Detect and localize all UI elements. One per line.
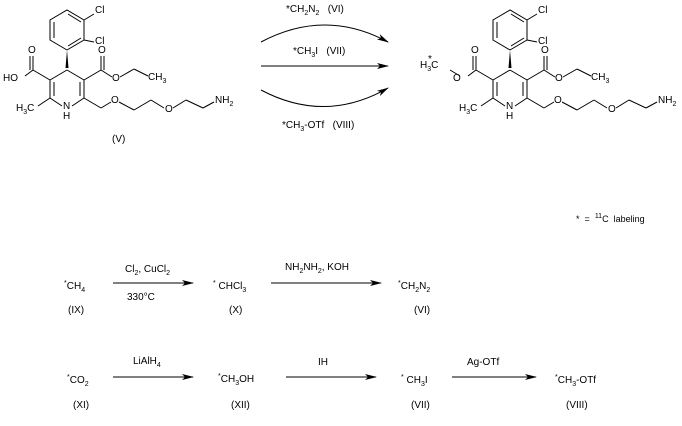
atom-n: N: [63, 101, 71, 112]
atom-cl-bottom: Cl: [95, 36, 105, 47]
atom-o-acid-carbonyl: O: [28, 45, 36, 56]
legend-text: labeling: [613, 214, 645, 224]
atom-cl-top: Cl: [95, 5, 105, 16]
reagent-xii-to-vii: IH: [318, 357, 328, 368]
legend-isotope: 11: [594, 213, 603, 220]
compound-xi: *CO2: [67, 374, 89, 388]
legend-element: C: [602, 214, 609, 224]
compound-label-v: (V): [112, 134, 126, 145]
compound-viii: *CH3-OTf: [555, 374, 597, 388]
compound-xii-label: (XII): [231, 400, 250, 411]
atom-h: H: [63, 111, 71, 122]
atom-h3c: H3C: [16, 103, 35, 116]
product-atom-n: N: [506, 101, 514, 112]
atom-ho: HO: [3, 73, 18, 84]
atom-o-ester: O: [112, 73, 120, 84]
compound-vii-label: (VII): [411, 400, 430, 411]
product-atom-cl-top: Cl: [538, 5, 548, 16]
condition-ix-to-x: 330°C: [127, 292, 155, 303]
compound-ix: *CH4: [64, 280, 86, 294]
compound-xi-label: (XI): [73, 400, 90, 411]
atom-o-ester-carbonyl: O: [98, 45, 106, 56]
arrow-top-curved: [260, 24, 389, 43]
product-atom-cl-bottom: Cl: [538, 36, 548, 47]
compound-x-label: (X): [229, 305, 243, 316]
reagent-middle-label: (VII): [326, 46, 346, 57]
product-atom-h: H: [506, 111, 514, 122]
compound-xii: *CH3OH: [218, 373, 255, 387]
reagent-middle: *CH3I (VII): [293, 46, 346, 59]
product-atom-ch3-ethyl: CH3: [591, 72, 610, 85]
atom-o-ether2: O: [165, 104, 173, 115]
compound-vi: *CH2N2: [398, 280, 431, 294]
atom-o-ether1: O: [111, 95, 119, 106]
reactant-structure-v: [24, 9, 215, 111]
product-atom-o-methyl-ester: O: [453, 73, 461, 84]
reagent-x-to-vi: NH2NH2, KOH: [285, 262, 349, 275]
reagent-top-label: (VI): [327, 4, 344, 15]
product-atom-h3c: H3C: [459, 103, 478, 116]
product-atom-o-ether2: O: [608, 104, 616, 115]
reagent-vii-to-viii: Ag-OTf: [467, 357, 500, 368]
reagent-bottom-label: (VIII): [332, 120, 355, 131]
legend-star: *: [576, 214, 580, 224]
product-structure: [449, 9, 658, 111]
product-atom-o-ester: O: [555, 73, 563, 84]
reagent-bottom: *CH3-OTf (VIII): [282, 120, 355, 133]
compound-vii: * CH3I: [401, 374, 428, 388]
atom-nh2: NH2: [215, 95, 234, 108]
product-atom-o-ether1: O: [554, 95, 562, 106]
atom-ch3-ethyl: CH3: [148, 72, 167, 85]
compound-x: * CHCl3: [213, 280, 247, 294]
compound-ix-label: (IX): [68, 305, 85, 316]
product-atom-o-carbonyl-right: O: [541, 45, 549, 56]
compound-vi-label: (VI): [414, 305, 431, 316]
product-atom-h3c-labeled: H3C: [420, 60, 439, 73]
reagent-ix-to-x: Cl2, CuCl2: [125, 264, 171, 277]
arrow-bottom-curved: [260, 87, 389, 107]
reagent-top: *CH2N2 (VI): [286, 4, 344, 17]
reagent-xi-to-xii: LiAlH4: [133, 356, 161, 369]
phenyl-ring: [49, 9, 85, 51]
product-atom-nh2: NH2: [658, 95, 677, 108]
compound-viii-label: (VIII): [566, 400, 588, 411]
product-label-star: *: [428, 54, 432, 65]
product-atom-o-carbonyl-left: O: [471, 45, 479, 56]
isotope-legend: * = 11C labeling: [576, 211, 645, 225]
legend-equals: =: [584, 214, 590, 224]
